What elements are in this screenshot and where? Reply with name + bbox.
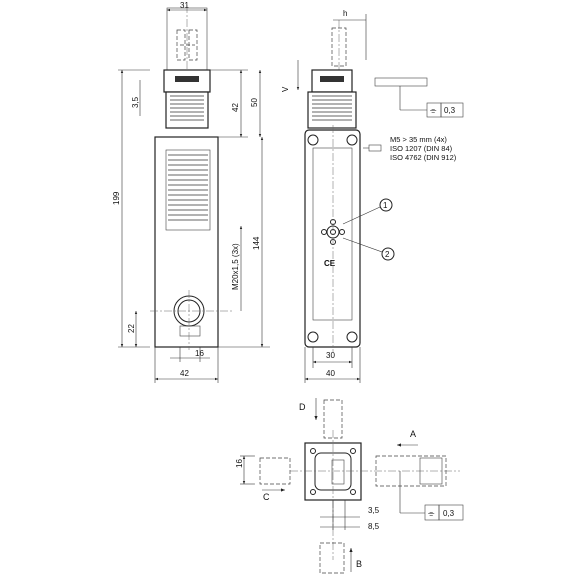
front-body: CE — [304, 125, 361, 352]
dim-head-len: 42 — [231, 103, 240, 112]
dim-top-width: 31 — [180, 1, 189, 10]
side-actuator — [166, 5, 208, 78]
v-label: V — [281, 86, 290, 92]
dim-front-total: 40 — [326, 369, 335, 378]
dim-side-width: 42 — [180, 369, 189, 378]
dim-conduit-w: 16 — [195, 349, 204, 358]
ce-mark: CE — [324, 259, 336, 268]
callout-2: 2 — [385, 250, 390, 259]
side-dimensions: 31 199 3,5 42 50 144 M20x1,5 (3x) — [112, 1, 270, 383]
bv-dim-85: 8,5 — [368, 522, 380, 531]
svg-text:⌯: ⌯ — [430, 106, 437, 115]
mounting-screw — [363, 144, 382, 152]
dir-a-label: A — [410, 429, 416, 439]
side-view: 31 199 3,5 42 50 144 M20x1,5 (3x) — [112, 1, 270, 383]
dim-thread: M20x1,5 (3x) — [231, 243, 240, 290]
side-body — [150, 136, 232, 350]
dim-step: 3,5 — [131, 96, 140, 108]
front-head — [307, 69, 357, 129]
screw-note-1: M5 > 35 mm (4x) — [390, 135, 447, 144]
dir-c-label: C — [263, 492, 270, 502]
dim-body-len: 144 — [252, 236, 261, 250]
dim-front-width: 30 — [326, 351, 335, 360]
dir-b-label: B — [356, 559, 362, 569]
side-head — [163, 69, 211, 129]
gap-h-label: h — [343, 9, 347, 18]
dir-d-label: D — [299, 402, 306, 412]
dim-head-total: 50 — [250, 98, 259, 107]
callout-1: 1 — [383, 201, 388, 210]
screw-note-3: ISO 4762 (DIN 912) — [390, 153, 457, 162]
svg-text:⌯: ⌯ — [428, 509, 435, 518]
bottom-view: D C A 16 3,5 8,5 B — [235, 398, 464, 574]
bv-dim-35: 3,5 — [368, 506, 380, 515]
tol-bottom: 0,3 — [443, 509, 455, 518]
tol-top: 0,3 — [444, 106, 456, 115]
flatness-sketch: ⌯ 0,3 — [374, 77, 464, 118]
bv-dim-16: 16 — [235, 459, 244, 468]
screw-note-2: ISO 1207 (DIN 84) — [390, 144, 453, 153]
dim-bottom-offset: 22 — [127, 324, 136, 333]
dim-overall: 199 — [112, 191, 121, 205]
front-view: CE M5 > 35 mm (4x) ISO 1207 (DIN 84) ISO… — [281, 9, 464, 383]
front-actuator — [331, 20, 347, 72]
